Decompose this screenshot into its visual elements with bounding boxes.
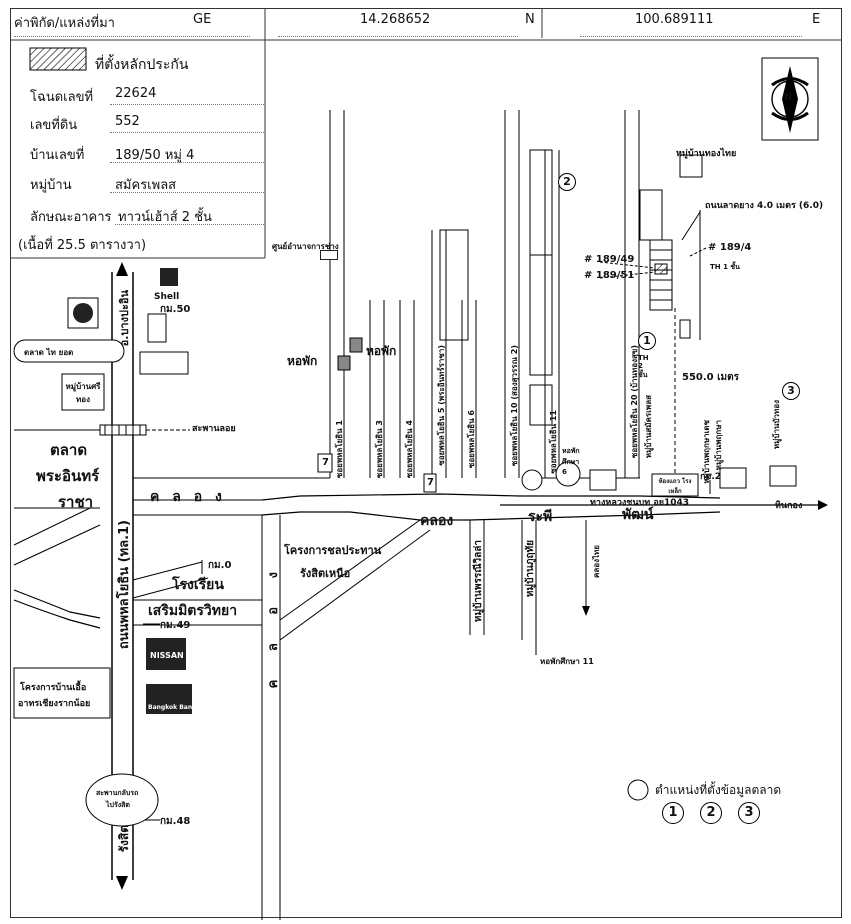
legend-num-2: 2 (700, 802, 722, 824)
house-189-4-label: # 189/4 (708, 242, 752, 253)
soi-10-label: ซอยพหลโยธิน 10 (สองสุวรรณ 2) (510, 345, 519, 467)
longitude-dir: E (812, 12, 821, 27)
village-ruethai-label: หมู่บ้านภูฤทัย (525, 540, 536, 598)
underline (110, 104, 264, 105)
bangkok-bank-logo: Bangkok Bank (148, 704, 197, 711)
canal-name-2: ระพี (528, 509, 553, 525)
village-samak-label: หมู่บ้านสมัครเพลส (644, 395, 653, 459)
soi-4-label: ซอยพหลโยธิน 4 (405, 420, 414, 479)
market-name-2: พระอินทร์ (36, 467, 100, 485)
road-south-label: รังสิต (117, 825, 131, 853)
km2-label: กม.2 (700, 472, 722, 482)
village-label: หมู่บ้าน (30, 178, 72, 193)
soi-11-label: ซอยพหลโยธิน 11 (549, 410, 558, 474)
left-project-2: อาทรเชียงรากน้อย (18, 699, 91, 709)
latitude-dir: N (525, 12, 535, 27)
legend-market-label: ตำแหน่งที่ตั้งข้อมูลตลาด (655, 783, 782, 797)
road-north-label: อ.บางปะอิน (118, 290, 131, 347)
deed-label: โฉนดเลขที่ (30, 90, 94, 105)
legend-num-3: 3 (738, 802, 760, 824)
village-bua-label: หมู่บ้านบัวทอง (772, 400, 781, 450)
village-srithong-label: หมู่บ้านศรีทอง (65, 382, 101, 404)
building-value: ทาวน์เฮ้าส์ 2 ชั้น (118, 210, 212, 225)
bus-turn-1: สะพานกลับรถ (96, 789, 139, 797)
road-note-label: ถนนลาดยาง 4.0 เมตร (6.0) (705, 201, 824, 211)
soi-5-label: ซอยพหลโยธิน 5 (พระอินทร์ราชา) (437, 345, 446, 466)
village-pruksa2-label: หมู่บ้านพฤกษา (714, 420, 723, 471)
market-marker-1: 1 (638, 332, 656, 350)
underline (14, 36, 250, 37)
school-name-1: โรงเรียน (172, 577, 224, 593)
underline (115, 224, 264, 225)
land-label: เลขที่ดิน (30, 118, 78, 133)
school-name-2: เสริมมิตรวิทยา (148, 603, 238, 619)
km50-label: กม.50 (160, 304, 191, 315)
area-note: (เนื้อที่ 25.5 ตารางวา) (18, 238, 147, 253)
house-label: บ้านเลขที่ (30, 148, 85, 163)
building-label: ลักษณะอาคาร (30, 210, 112, 225)
coord-source: GE (193, 12, 212, 27)
dorm-11-label: หอพักศึกษา 11 (540, 657, 594, 666)
compass-letter: N (783, 92, 793, 103)
shell-label: Shell (154, 292, 180, 302)
village-value: สมัครเพลส (115, 178, 177, 193)
project-name-2: รังสิตเหนือ (300, 567, 351, 580)
canal-name-3: พัฒน์ (622, 507, 654, 523)
dorm-6-label: หอพักศึกษา 6 (562, 447, 580, 476)
bus-turn-2: ไปรังสิต (106, 801, 130, 809)
soi-1-label: ซอยพหลโยธิน 1 (335, 420, 344, 479)
seven-eleven-b: 7 (427, 477, 434, 488)
house-189-49-label: # 189/49 (584, 254, 635, 265)
latitude-value: 14.268652 (360, 12, 431, 27)
market-name-3: ราชา (58, 493, 94, 511)
dorm-label-2: หอพัก (366, 344, 397, 358)
talad-thai-label: ตลาด ไท ยอด (24, 348, 74, 357)
canal-name-1: คลอง (420, 513, 454, 529)
market-marker-3: 3 (782, 382, 800, 400)
underline (580, 36, 802, 37)
km0-label: กม.0 (208, 560, 232, 571)
nong-kha-label: ห้องแถว โรงเหล็ก (658, 478, 692, 495)
house-value: 189/50 หมู่ 4 (115, 148, 195, 163)
nissan-logo: NISSAN (150, 651, 184, 660)
th2-label: TH 2 ชั้น (638, 354, 649, 379)
project-name-1: โครงการชลประทาน (284, 544, 382, 557)
survey-office-box (320, 250, 338, 260)
soi-6-label: ซอยพหลโยธิน 6 (467, 410, 476, 469)
canal-vertical-label: ค ล อ ง (266, 560, 281, 689)
deed-value: 22624 (115, 86, 157, 101)
coord-label: ค่าพิกัด/แหล่งที่มา (14, 16, 115, 31)
canal-left-label: ค ล อ ง (150, 489, 226, 505)
khlong-thai-label: คลองไทย (592, 545, 601, 578)
highway-label: ทางหลวงชนบท อย1043 (590, 498, 690, 508)
survey-office-label: ศูนย์อำนาจการช่าง (272, 242, 339, 251)
map-frame (10, 8, 842, 918)
land-value: 552 (115, 114, 140, 129)
soi-3-label: ซอยพหลโยธิน 3 (375, 420, 384, 479)
km49-label: กม.49 (160, 620, 191, 631)
legend-num-1: 1 (662, 802, 684, 824)
underline (278, 36, 518, 37)
village-thong-label: หมู่บ้านทองไทย (676, 149, 737, 159)
village-parichat-label: หมู่บ้านพรรณีวิลล่า (473, 540, 484, 623)
left-project-1: โครงการบ้านเอื้อ (20, 683, 87, 693)
dorm-label-1: หอพัก (287, 354, 318, 368)
market-marker-2: 2 (558, 173, 576, 191)
bridge-label: สะพานลอย (192, 424, 236, 434)
house-189-51-label: # 189/51 (584, 270, 635, 281)
km48-label: กม.48 (160, 816, 191, 827)
hin-kong-label: หินกอง (775, 501, 803, 511)
seven-eleven-a: 7 (322, 457, 329, 468)
longitude-value: 100.689111 (635, 12, 714, 27)
underline (110, 162, 264, 163)
underline (110, 132, 264, 133)
legend-label: ที่ตั้งหลักประกัน (95, 57, 189, 73)
market-name-1: ตลาด (50, 441, 88, 459)
road-main-label: ถนนพหลโยธิน (ทล.1) (117, 520, 132, 650)
underline (110, 192, 264, 193)
th1-label: TH 1 ชั้น (710, 263, 740, 271)
distance-label: 550.0 เมตร (682, 372, 739, 383)
